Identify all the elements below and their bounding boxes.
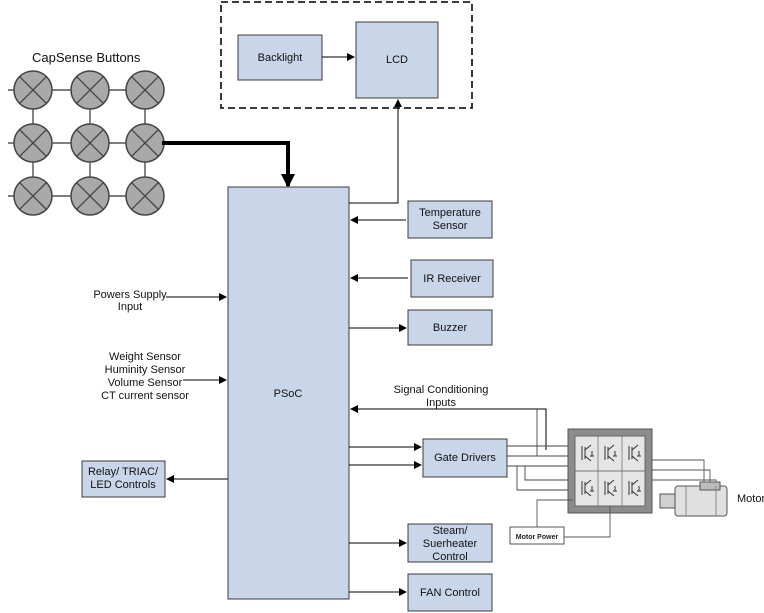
ir-receiver-label: IR Receiver — [423, 273, 481, 285]
psoc-block — [227, 186, 350, 600]
signal-conditioning-label-2: Inputs — [426, 397, 456, 409]
capsense-title: CapSense Buttons — [32, 50, 141, 65]
buzzer-label: Buzzer — [433, 322, 468, 334]
motor-phase-wires — [652, 459, 717, 483]
motor-label: Motor — [737, 493, 764, 505]
inverter-switch-1 — [581, 444, 594, 462]
capsense-button-2 — [70, 70, 110, 110]
capsense-button-1 — [13, 70, 53, 110]
inverter-switch-6 — [628, 479, 641, 497]
sensor-label-volume: Volume Sensor — [108, 377, 183, 389]
display-group — [220, 1, 473, 109]
psoc-label: PSoC — [274, 388, 303, 400]
capsense-buttons — [13, 70, 165, 216]
gate-driver-wiring — [507, 409, 573, 491]
capsense-bus-arrow — [162, 141, 295, 188]
capsense-button-8 — [70, 176, 110, 216]
steam-label-3: Control — [432, 551, 467, 563]
capsense-button-5 — [70, 123, 110, 163]
gate-drivers-block — [422, 438, 508, 478]
backlight-block — [237, 34, 323, 81]
fan-control-label: FAN Control — [420, 587, 480, 599]
lcd-block — [355, 21, 439, 99]
inverter-switch-4 — [581, 479, 594, 497]
inverter-switches — [581, 444, 641, 497]
inverter-module — [567, 428, 653, 514]
relay-block — [81, 460, 166, 498]
power-supply-label-1: Powers Supply — [93, 289, 167, 301]
capsense-button-9 — [125, 176, 165, 216]
backlight-label: Backlight — [258, 52, 303, 64]
capsense-button-4 — [13, 123, 53, 163]
relay-label-1: Relay/ TRIAC/ — [88, 466, 159, 478]
capsense-button-7 — [13, 176, 53, 216]
gate-drivers-label: Gate Drivers — [434, 452, 496, 464]
motor-power-return — [564, 506, 611, 538]
motor-power-wire — [536, 499, 573, 527]
buzzer-block — [407, 309, 493, 346]
sensor-label-weight: Weight Sensor — [109, 351, 181, 363]
steam-label-1: Steam/ — [433, 525, 469, 537]
sensor-label-humidity: Huminity Sensor — [105, 364, 186, 376]
relay-label-2: LED Controls — [90, 479, 156, 491]
temperature-label-2: Sensor — [433, 220, 468, 232]
temperature-label-1: Temperature — [419, 207, 481, 219]
steam-label-2: Suerheater — [423, 538, 478, 550]
psoc-to-lcd-arrow — [349, 99, 402, 204]
signal-conditioning-arrow — [350, 405, 547, 450]
motor-icon — [659, 481, 728, 517]
capsense-button-3 — [125, 70, 165, 110]
ir-receiver-block — [410, 259, 494, 298]
steam-block — [407, 523, 493, 563]
signal-conditioning-label-1: Signal Conditioning — [394, 384, 489, 396]
inverter-switch-5 — [604, 479, 617, 497]
inverter-switch-2 — [604, 444, 617, 462]
capsense-button-6 — [125, 123, 165, 163]
fan-control-block — [407, 573, 493, 612]
sensor-label-ct: CT current sensor — [101, 390, 189, 402]
inverter-switch-3 — [628, 444, 641, 462]
power-supply-label-2: Input — [118, 301, 142, 313]
temperature-sensor-block — [407, 200, 493, 239]
capsense-button-grid — [8, 70, 165, 216]
lcd-label: LCD — [386, 54, 408, 66]
motor-power-label: Motor Power — [516, 534, 559, 541]
